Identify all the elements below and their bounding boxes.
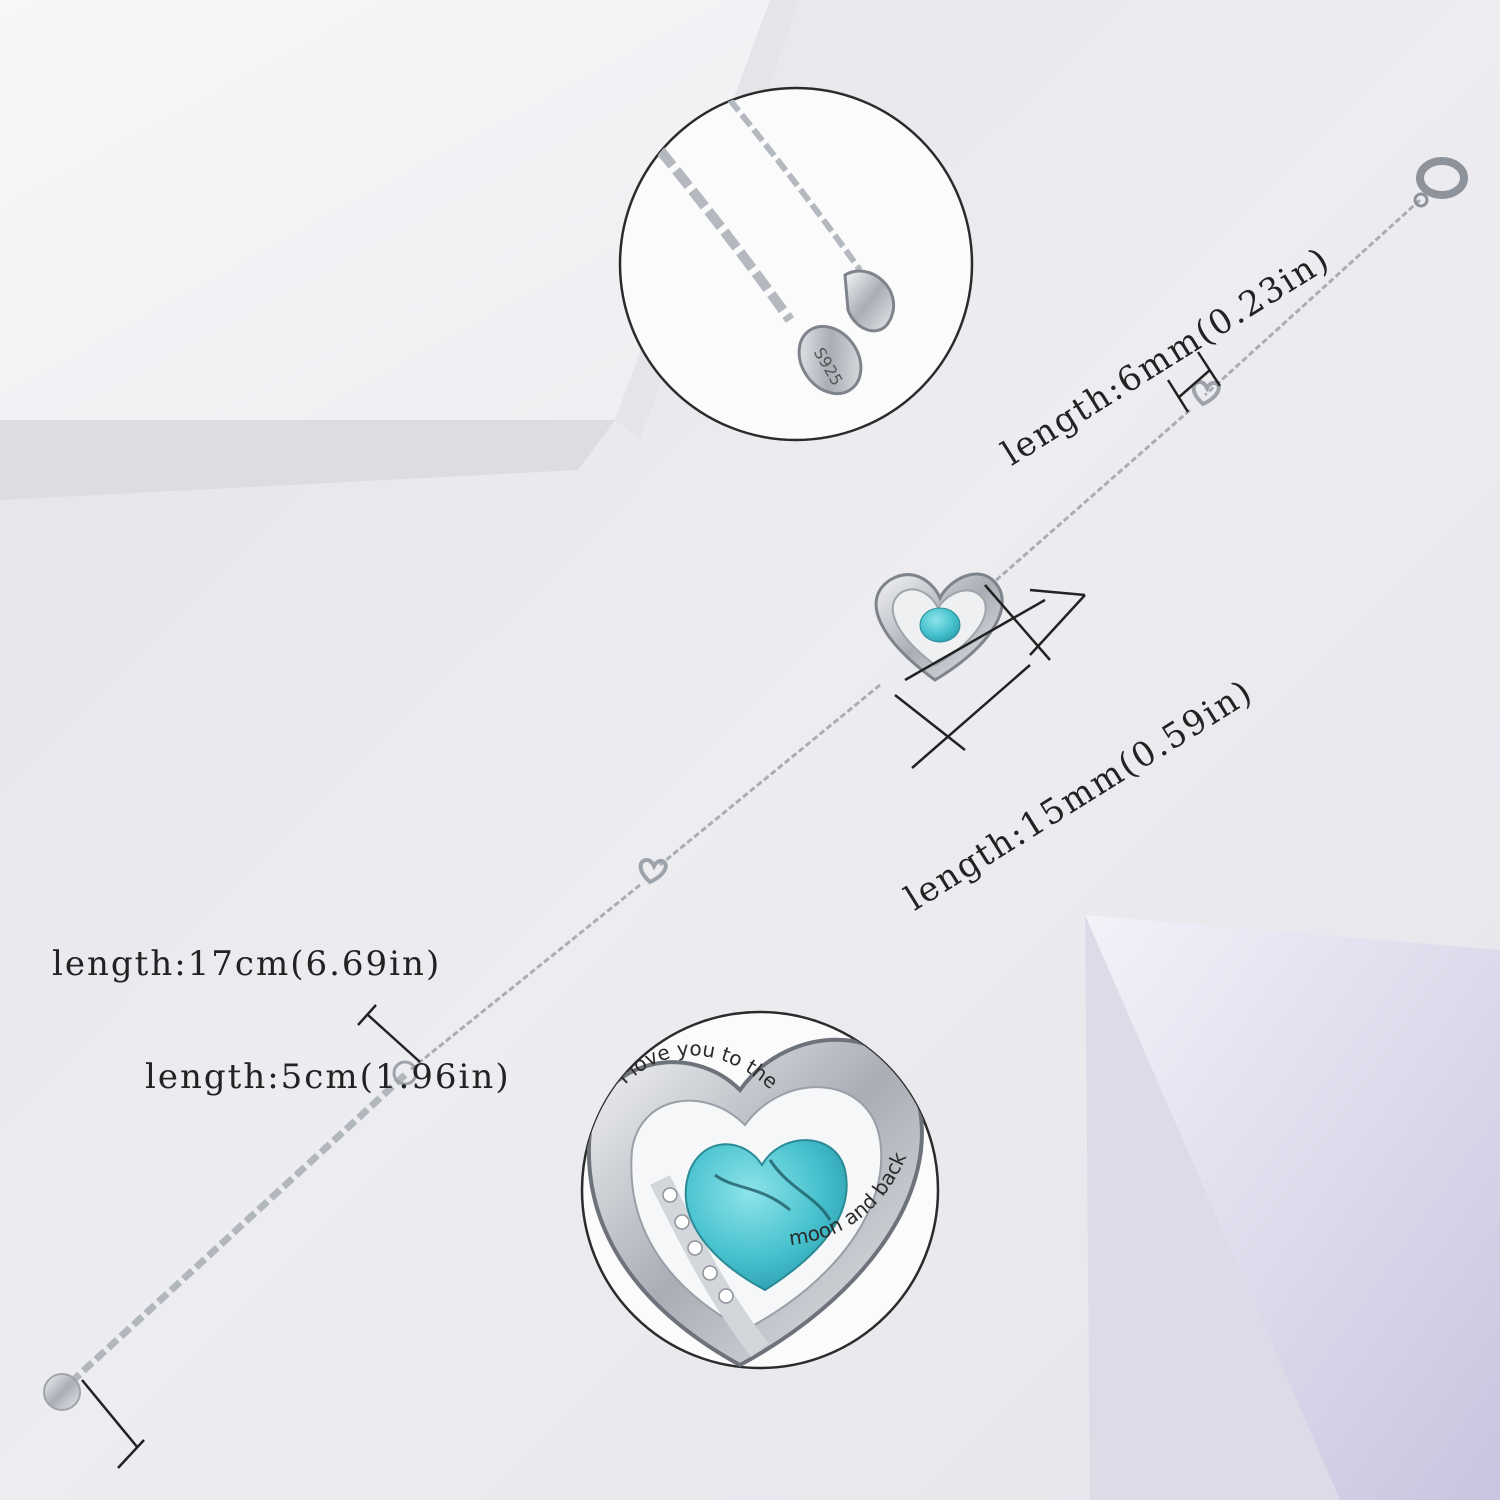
zircon-stones: [662, 1187, 734, 1304]
extender-chain: [43, 1060, 418, 1411]
measure-pendant-width: [984, 584, 1086, 661]
extender-length-label: length:5cm(1.96in): [145, 1057, 511, 1097]
heart-closeup: I love you to the moon and back: [586, 1036, 924, 1368]
measure-chain: [357, 1004, 421, 1063]
paper-pyramid: [1085, 915, 1500, 1500]
detail-circle-clasp: [618, 86, 974, 442]
heart-pendant: [874, 572, 1004, 682]
turquoise-heart-stone: [684, 1139, 848, 1292]
extender-tag: [43, 1373, 81, 1411]
clasp-closeup: S925: [656, 98, 896, 396]
bracelet-chain: [409, 198, 1422, 1072]
chain-length-label: length:17cm(6.69in): [52, 944, 442, 984]
lobster-clasp: [1413, 157, 1468, 208]
measure-charm: [1166, 351, 1222, 413]
measure-extender: [81, 1379, 145, 1469]
measure-pendant-height: [894, 598, 1046, 769]
small-heart-charm-lower: [638, 857, 668, 885]
